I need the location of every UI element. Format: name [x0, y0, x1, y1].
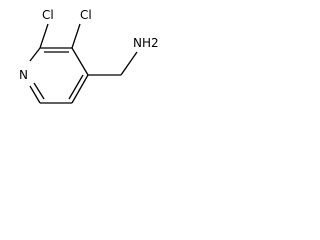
bond-c4-c5-inner: [68, 74, 84, 100]
bond-c3-c4: [71, 47, 89, 76]
bond-c6-n1: [29, 85, 41, 104]
amine-label: NH2: [133, 36, 159, 50]
bond-c4-c5: [71, 74, 89, 104]
bond-c2-n1: [29, 47, 41, 62]
bond-ch2-n: [120, 51, 138, 76]
bond-c3-cl: [71, 23, 81, 49]
chlorine-label-right: Cl: [80, 8, 92, 22]
ring-nitrogen-label: N: [19, 68, 28, 82]
bond-c2-cl: [39, 23, 49, 49]
bond-c6-n1-inner: [33, 82, 45, 100]
chlorine-label-left: Cl: [42, 8, 54, 22]
structure-diagram: N Cl Cl NH2: [19, 8, 159, 104]
